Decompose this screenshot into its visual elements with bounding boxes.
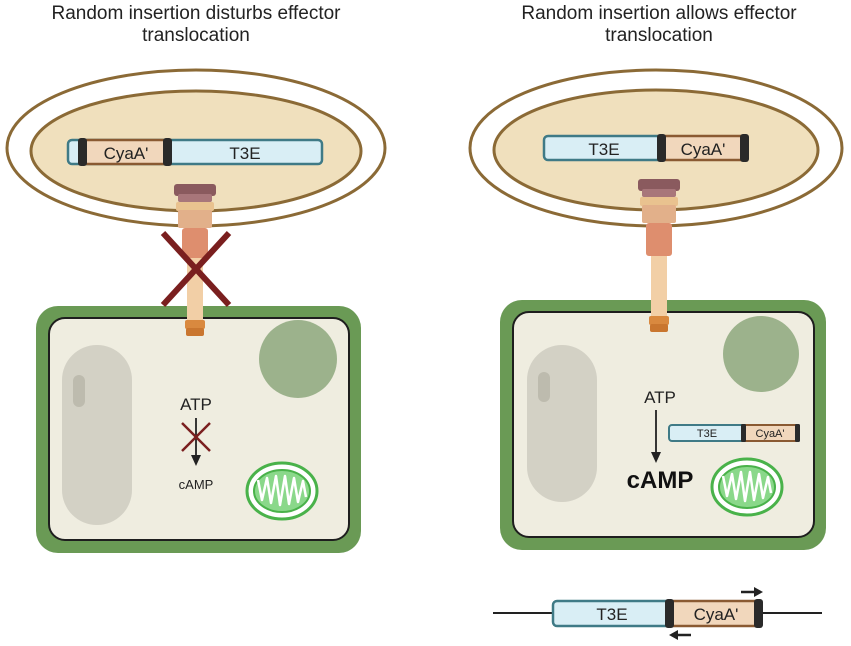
right-plant-cell xyxy=(500,300,826,550)
left-panel-title: Random insertion disturbs effector trans… xyxy=(6,3,386,47)
genomic-cyaa-label: CyaA' xyxy=(694,605,739,624)
right-panel-title: Random insertion allows effector translo… xyxy=(469,3,849,47)
left-plant-cell xyxy=(36,306,361,553)
left-title-line1: Random insertion disturbs effector xyxy=(51,3,341,24)
right-cyaa-cap-end xyxy=(740,134,749,162)
right-panel: T3E CyaA' xyxy=(468,68,844,640)
right-t3ss-base xyxy=(646,223,672,256)
right-translocon xyxy=(649,316,669,325)
genomic-cyaa-cap-start xyxy=(665,599,674,628)
left-translocon xyxy=(185,320,205,329)
left-reaction-blocked-icon xyxy=(181,422,211,452)
genomic-insertion-construct: T3E CyaA' xyxy=(493,587,822,640)
right-t3ss-cap xyxy=(638,179,680,191)
forward-primer-arrow-icon xyxy=(741,587,763,597)
genomic-t3e-label: T3E xyxy=(596,605,627,624)
right-vacuole xyxy=(527,345,597,502)
left-vacuole-detail xyxy=(73,375,85,407)
right-fusion-construct: T3E CyaA' xyxy=(542,134,749,162)
right-atp-label: ATP xyxy=(644,388,676,407)
left-cyaa-cap-start xyxy=(78,138,87,166)
right-cyaa-cap-start xyxy=(657,134,666,162)
right-title-line1: Random insertion allows effector xyxy=(521,3,797,24)
translocated-t3e-label: T3E xyxy=(697,428,717,440)
left-mitochondrion xyxy=(245,461,319,521)
left-block-cross xyxy=(160,230,232,308)
right-title-line2: translocation xyxy=(605,25,713,46)
translocated-cyaa-label: CyaA' xyxy=(756,428,785,440)
right-t3ss-needle xyxy=(651,256,667,316)
left-t3ss-ring xyxy=(176,202,214,211)
left-cyaa-label: CyaA' xyxy=(104,144,149,163)
right-cyaa-segment xyxy=(660,134,746,162)
right-camp-label: cAMP xyxy=(627,467,694,494)
right-mitochondrion xyxy=(710,457,784,517)
right-translocated-fusion: T3E CyaA' xyxy=(668,424,800,442)
left-atp-arrowhead xyxy=(191,455,201,466)
left-panel: CyaA' T3E xyxy=(5,68,387,553)
genomic-cyaa-cap-end xyxy=(754,599,763,628)
right-nucleus xyxy=(723,316,799,392)
left-cyaa-cap-end xyxy=(163,138,172,166)
left-vacuole xyxy=(62,345,132,525)
right-secretion-system xyxy=(638,179,680,332)
right-t3e-label: T3E xyxy=(588,140,619,159)
left-t3e-label: T3E xyxy=(229,144,260,163)
left-camp-label: cAMP xyxy=(179,477,214,492)
right-vacuole-detail xyxy=(538,372,550,402)
left-atp-label: ATP xyxy=(180,395,212,414)
left-fusion-construct: CyaA' T3E xyxy=(66,138,324,166)
left-t3ss-base xyxy=(182,228,208,258)
right-cyaa-label: CyaA' xyxy=(681,140,726,159)
right-t3ss-ring xyxy=(640,197,678,206)
right-atp-arrowhead xyxy=(651,452,661,463)
left-title-line2: translocation xyxy=(142,25,250,46)
reverse-primer-arrow-icon xyxy=(669,630,691,640)
left-nucleus xyxy=(259,320,337,398)
left-t3ss-cap xyxy=(174,184,216,196)
